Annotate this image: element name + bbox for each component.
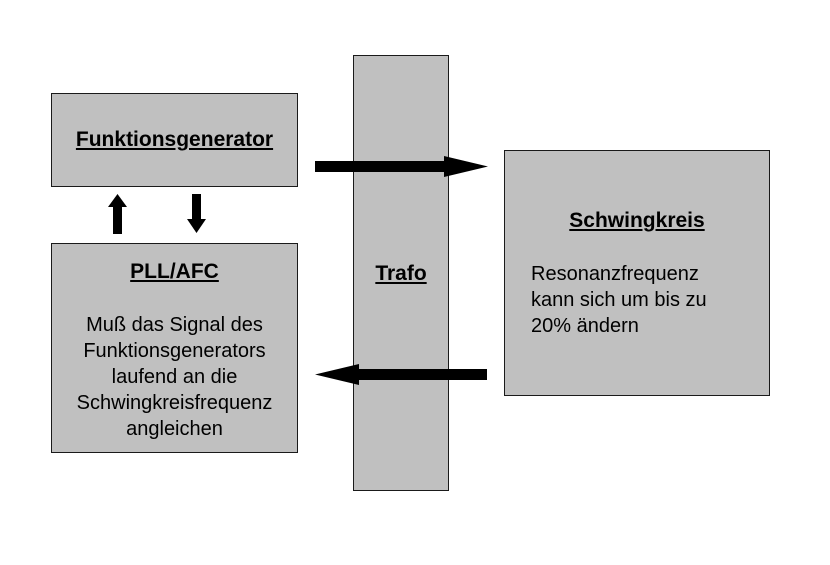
- trafo-block: Trafo: [353, 55, 449, 491]
- pll-afc-line: Muß das Signal des: [86, 314, 263, 336]
- arrow-right-generator-to-schwingkreis: [315, 156, 488, 177]
- schwingkreis-line: kann sich um bis zu: [531, 289, 707, 311]
- pll-afc-description: Muß das Signal des Funktionsgenerators l…: [52, 312, 297, 442]
- arrow-up-pll-to-generator: [108, 194, 127, 234]
- schwingkreis-title: Schwingkreis: [569, 209, 705, 232]
- schwingkreis-description: Resonanzfrequenz kann sich um bis zu 20%…: [531, 261, 763, 339]
- trafo-title: Trafo: [375, 262, 427, 285]
- arrow-down-generator-to-pll: [187, 194, 206, 233]
- arrow-left-schwingkreis-to-pll: [315, 364, 487, 385]
- schwingkreis-line: 20% ändern: [531, 315, 639, 337]
- funktionsgenerator-block: Funktionsgenerator: [51, 93, 298, 187]
- funktionsgenerator-title: Funktionsgenerator: [75, 128, 274, 151]
- schwingkreis-block: Schwingkreis Resonanzfrequenz kann sich …: [504, 150, 770, 396]
- pll-afc-line: Schwingkreisfrequenz: [76, 392, 273, 414]
- pll-afc-line: laufend an die: [111, 366, 238, 388]
- pll-afc-title: PLL/AFC: [130, 260, 219, 283]
- pll-afc-line: Funktionsgenerators: [83, 340, 266, 362]
- pll-afc-line: angleichen: [126, 418, 223, 440]
- schwingkreis-line: Resonanzfrequenz: [531, 263, 699, 285]
- pll-afc-block: PLL/AFC Muß das Signal des Funktionsgene…: [51, 243, 298, 453]
